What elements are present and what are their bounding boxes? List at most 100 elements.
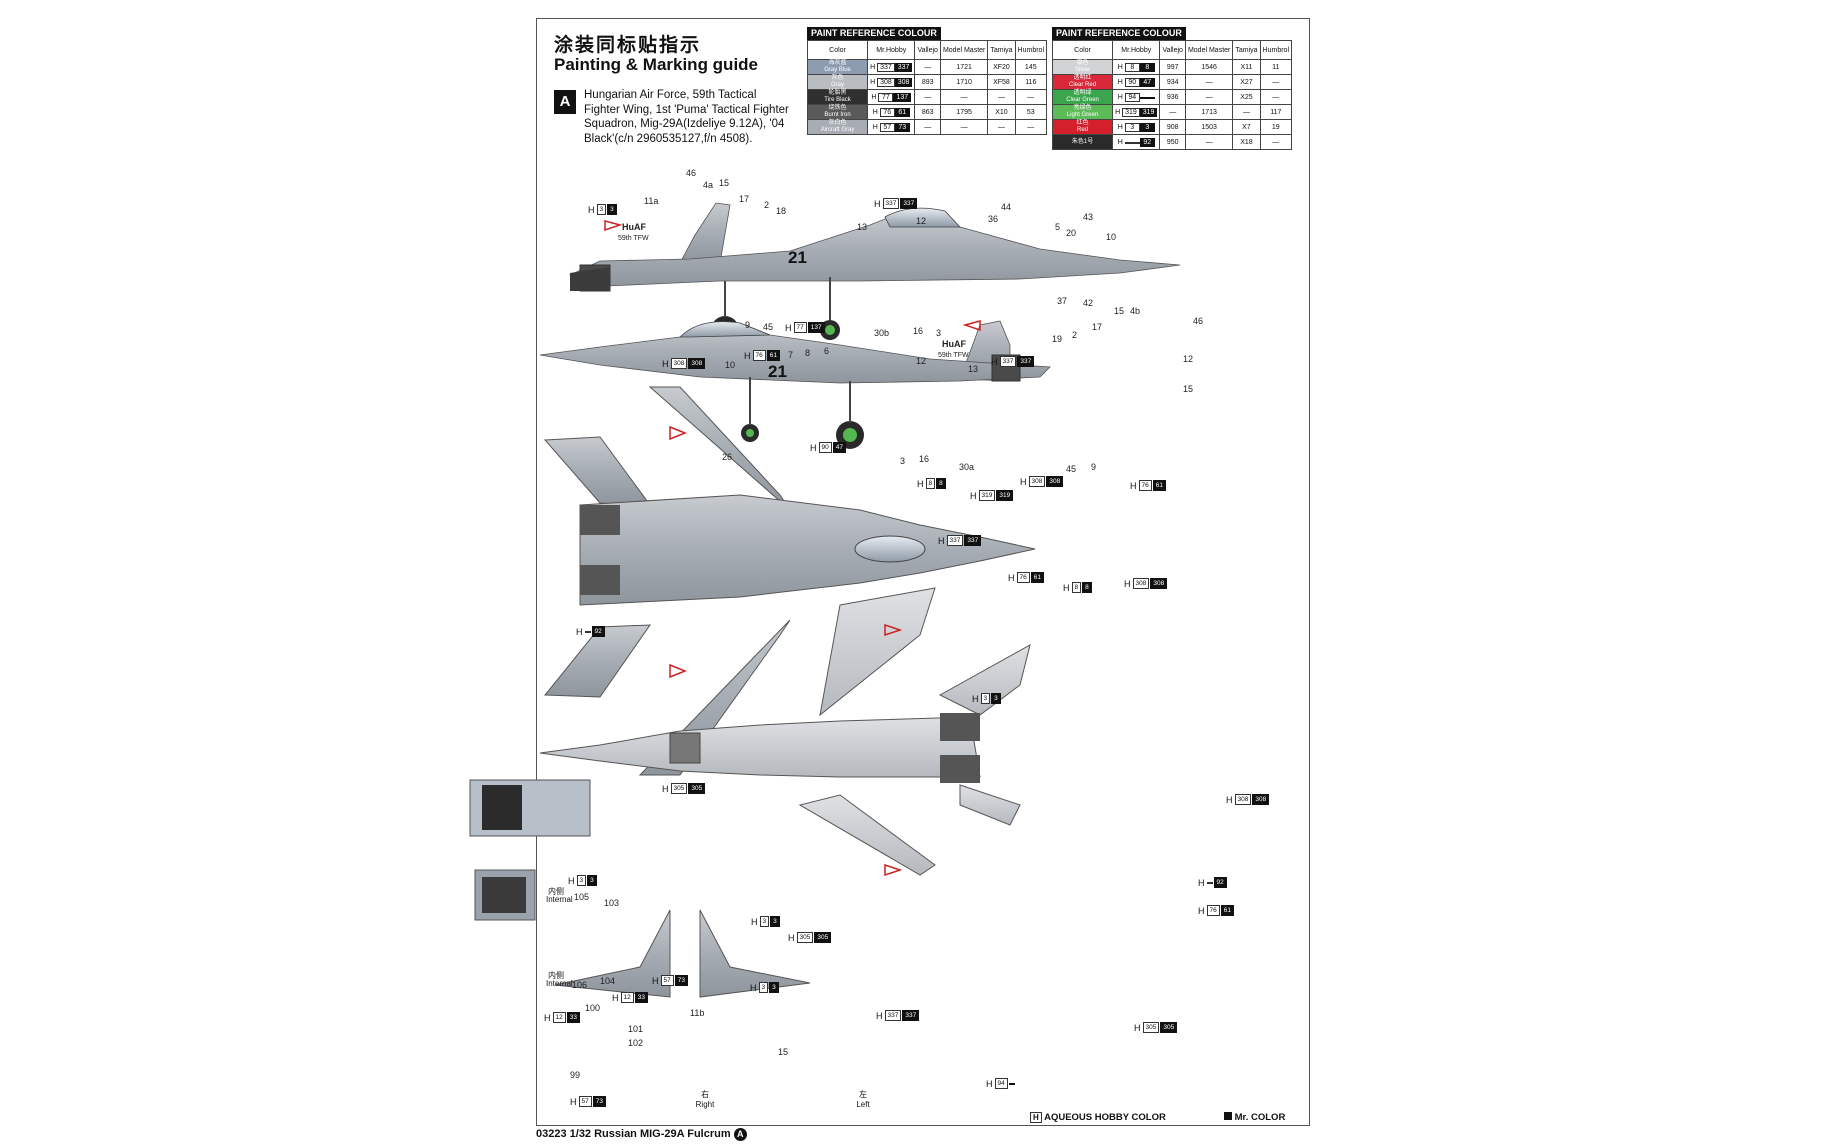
callout-6: 6 <box>824 346 830 356</box>
table-header: Mr.Hobby <box>1112 40 1161 60</box>
table-cell-humbrol: — <box>1014 119 1048 135</box>
table-cell-tamiya: — <box>987 89 1016 105</box>
table-cell-humbrol: 117 <box>1259 104 1293 120</box>
callout-4a: 4a <box>703 180 714 190</box>
table-cell-model-master: 1721 <box>939 59 989 75</box>
table-cell-humbrol: 116 <box>1014 74 1048 90</box>
callout-104: 104 <box>600 976 616 986</box>
callout-45a: 45 <box>763 322 774 332</box>
callout-13b: 13 <box>968 364 979 374</box>
table-cell-model-master: — <box>1184 74 1234 90</box>
callout-30b: 30b <box>874 328 890 338</box>
callout-12c: 12 <box>1183 354 1194 364</box>
scheme-badge: A <box>554 90 576 114</box>
table-cell-humbrol: — <box>1259 89 1293 105</box>
callout-15b: 15 <box>1114 306 1125 316</box>
table-header: Color <box>806 40 869 60</box>
table-cell-tamiya: X10 <box>987 104 1016 120</box>
callout-43: 43 <box>1083 212 1094 222</box>
callout-101: 101 <box>628 1024 644 1034</box>
h-label: H <box>588 204 595 215</box>
table-cell-tamiya: — <box>1232 104 1261 120</box>
table-cell-model-master: 1713 <box>1184 104 1234 120</box>
table-cell-model-master: — <box>1184 89 1234 105</box>
fin-callout-11b: 11b <box>690 1008 705 1018</box>
legend-aqueous: H AQUEOUS HOBBY COLOR <box>1030 1112 1166 1123</box>
table-cell-vallejo: — <box>914 89 941 105</box>
mr-hobby-code: H 92 <box>1112 134 1161 150</box>
table-cell-vallejo: 863 <box>914 104 941 120</box>
table-cell-vallejo: — <box>914 119 941 135</box>
callout-103: 103 <box>604 898 620 908</box>
callout-12a: 12 <box>916 216 927 226</box>
table-cell-vallejo: — <box>1159 104 1186 120</box>
callout-13a: 13 <box>857 222 868 232</box>
table-header: Vallejo <box>914 40 941 60</box>
table-cell-tamiya: X11 <box>1232 59 1261 75</box>
callout-17a: 17 <box>739 194 750 204</box>
table-cell-tamiya: X25 <box>1232 89 1261 105</box>
table-cell-humbrol: — <box>1259 134 1293 150</box>
table-header: Model Master <box>939 40 989 60</box>
table-cell-model-master: — <box>939 89 989 105</box>
callout-30a: 30a <box>959 462 975 472</box>
callout-20: 20 <box>1066 228 1077 238</box>
color-swatch: 朱色1号 <box>1051 134 1114 150</box>
table-cell-model-master: — <box>939 119 989 135</box>
table-cell-vallejo: 950 <box>1159 134 1186 150</box>
callout-37: 37 <box>1057 296 1068 306</box>
table-cell-vallejo: 997 <box>1159 59 1186 75</box>
callout-100: 100 <box>585 1003 601 1013</box>
table-cell-tamiya: X7 <box>1232 119 1261 135</box>
table-cell-model-master: 1710 <box>939 74 989 90</box>
table-header: Humbrol <box>1014 40 1048 60</box>
table-cell-model-master: 1546 <box>1184 59 1234 75</box>
table-cell-humbrol: — <box>1259 74 1293 90</box>
table-cell-model-master: — <box>1184 134 1234 150</box>
table-header: Color <box>1051 40 1114 60</box>
table-header: Tamiya <box>987 40 1016 60</box>
table-cell-humbrol: 53 <box>1014 104 1048 120</box>
table-cell-tamiya: XF20 <box>987 59 1016 75</box>
callout-3b: 3 <box>900 456 906 466</box>
tail-marking-tfw-2: 59th TFW <box>938 352 969 359</box>
legend-mrcolor: Mr. COLOR <box>1224 1112 1285 1123</box>
